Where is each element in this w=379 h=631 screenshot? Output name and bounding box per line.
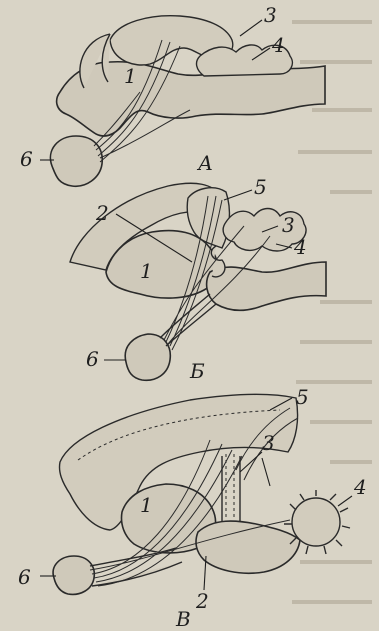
panel-c-label-5: 5 — [296, 385, 309, 409]
panel-a-olfactory-bulb — [50, 136, 102, 186]
panel-a-label-6: 6 — [20, 147, 33, 171]
panel-b-label-5: 5 — [254, 175, 267, 199]
panel-c-olfactory-bulb — [53, 556, 94, 594]
panel-b-label-1: 1 — [140, 259, 153, 283]
panel-b-label-2: 2 — [95, 201, 109, 225]
panel-c-leader-3b — [262, 458, 270, 486]
panel-a-label-1: 1 — [124, 64, 137, 88]
panel-b: 2 5 3 4 1 6 Б — [70, 175, 326, 383]
panel-b-caption: Б — [189, 359, 205, 383]
panel-c-brainstem — [196, 521, 300, 573]
panel-b-olfactory-bulb — [125, 334, 170, 380]
panel-c-label-2: 2 — [195, 589, 209, 613]
panel-c-leader-4 — [338, 496, 352, 506]
panel-a-leader-3 — [240, 20, 262, 36]
panel-c-label-1: 1 — [140, 493, 153, 517]
panel-a-caption: А — [196, 151, 213, 175]
panel-b-label-4: 4 — [293, 235, 307, 259]
panel-c-label-6: 6 — [18, 565, 31, 589]
panel-c-label-3: 3 — [262, 431, 275, 455]
panel-c-leader-3a — [240, 452, 262, 472]
panel-b-label-3: 3 — [282, 213, 295, 237]
panel-b-label-6: 6 — [86, 347, 99, 371]
panel-c-cerebellum — [292, 498, 340, 546]
panel-c-caption: В — [175, 607, 191, 631]
panel-a-label-4: 4 — [271, 33, 285, 57]
panel-b-leader-5 — [224, 190, 252, 200]
panel-c-label-4: 4 — [353, 475, 367, 499]
panel-a-label-3: 3 — [264, 3, 277, 27]
panel-a: 1 3 4 6 А — [20, 3, 325, 186]
